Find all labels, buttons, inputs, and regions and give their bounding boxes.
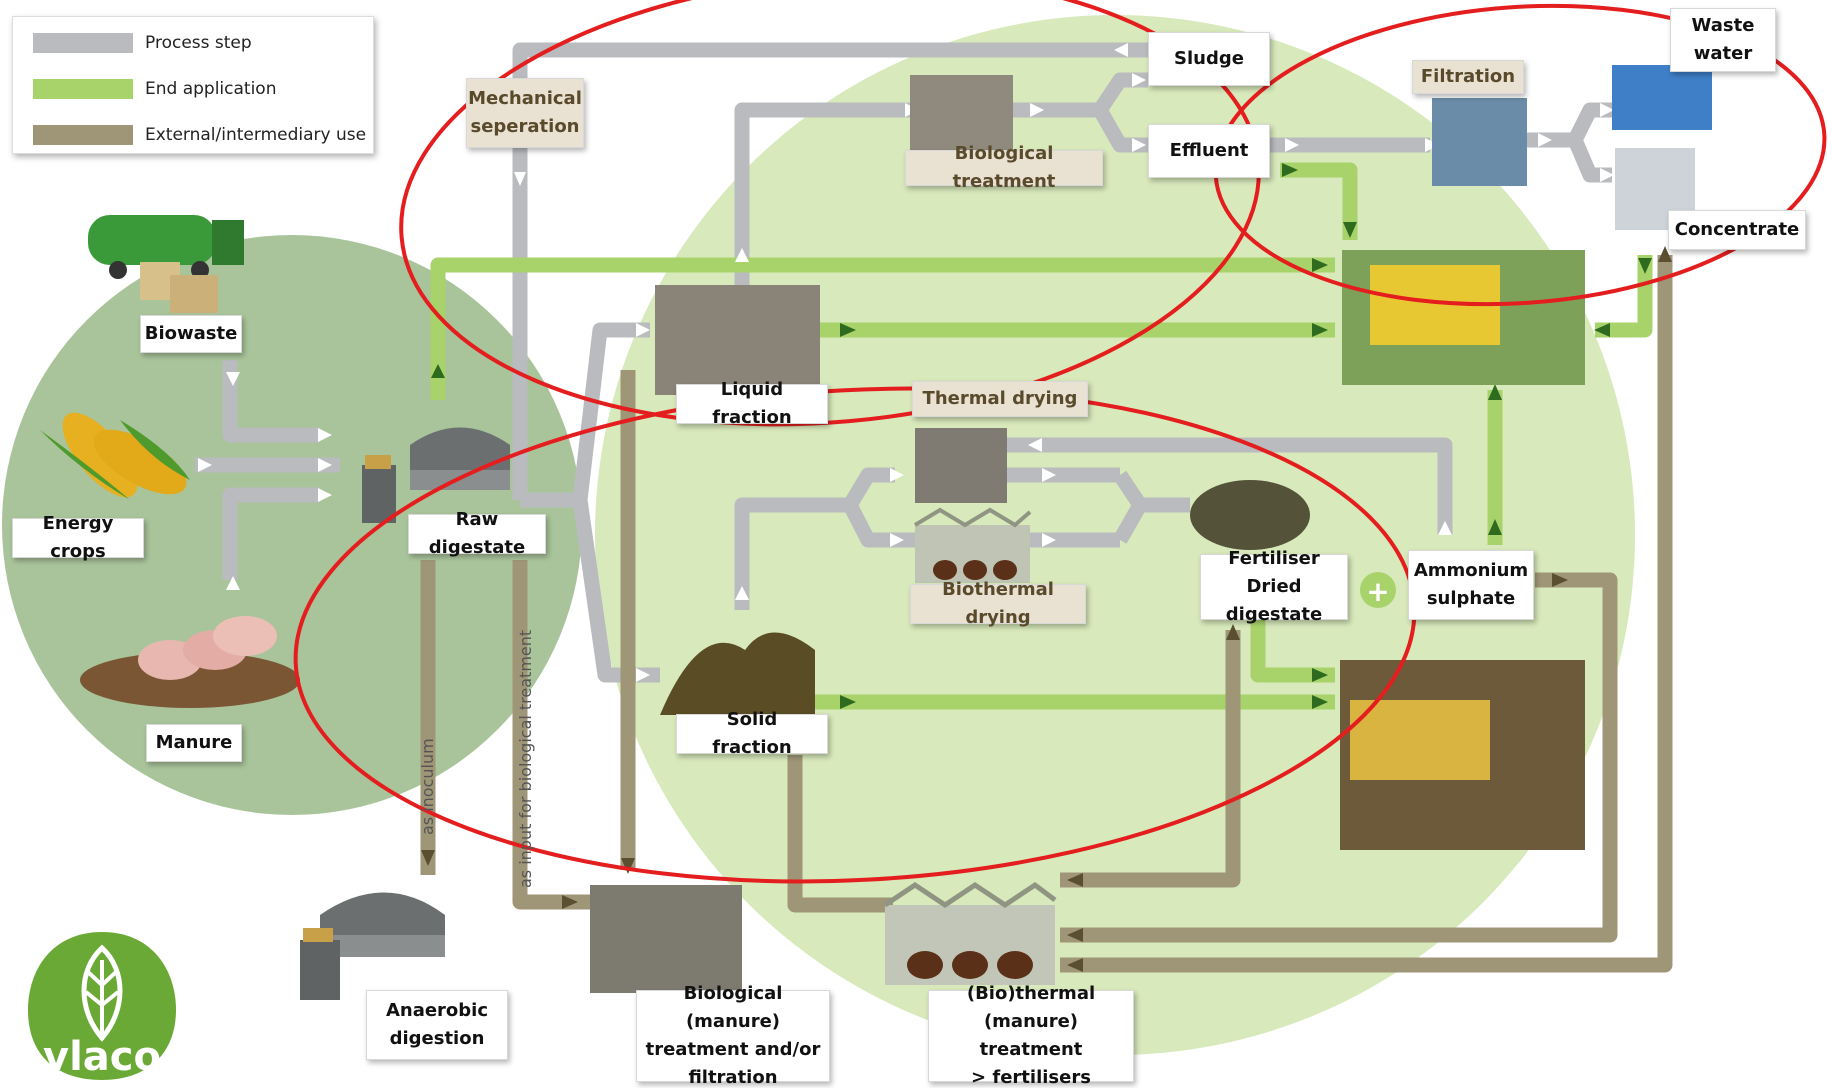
- tanker-truck-image: [88, 215, 244, 313]
- legend-item-external: External/intermediary use: [33, 123, 366, 147]
- annotation-as-input-biological: as input for biological treatment: [516, 629, 535, 888]
- biological-treatment-photo: [910, 75, 1013, 150]
- biothermal-treatment-image: [883, 881, 1057, 985]
- waste-water-photo: [1612, 65, 1712, 130]
- label-energy-crops: Energy crops: [12, 513, 144, 562]
- label-biological-manure-treatment: Biological (manure) treatment and/or fil…: [636, 983, 830, 1088]
- legend-swatch-process: [33, 33, 133, 53]
- solid-fraction-image: [660, 632, 815, 715]
- label-biothermal-drying: Biothermal drying: [910, 579, 1086, 628]
- end-application-flows: [430, 162, 1653, 710]
- brown-arrowheads: [421, 246, 1672, 972]
- label-liquid-fraction: Liquid fraction: [676, 379, 828, 428]
- label-waste-water: Waste water: [1670, 8, 1776, 72]
- filtration-photo: [1432, 98, 1527, 186]
- manure-pigs-image: [80, 616, 300, 708]
- label-fertiliser-dried-digestate: Fertiliser Dried digestate: [1200, 548, 1348, 625]
- gray-arrowheads: [198, 43, 1614, 682]
- legend-label-end-application: End application: [145, 79, 277, 99]
- label-filtration: Filtration: [1412, 60, 1524, 94]
- label-thermal-drying: Thermal drying: [912, 381, 1088, 417]
- label-sludge: Sludge: [1148, 32, 1270, 86]
- plus-symbol: [1360, 572, 1396, 608]
- liquid-fraction-photo: [655, 285, 820, 395]
- legend-label-external: External/intermediary use: [145, 125, 367, 145]
- label-solid-fraction: Solid fraction: [676, 709, 828, 758]
- plus-text: +: [1366, 575, 1389, 608]
- label-concentrate: Concentrate: [1668, 210, 1806, 250]
- legend-swatch-end-application: [33, 79, 133, 99]
- logo-text: vlaco: [43, 1034, 161, 1080]
- label-ammonium-sulphate: Ammonium sulphate: [1408, 550, 1534, 620]
- biothermal-drying-image: [913, 507, 1032, 583]
- external-flows: [420, 255, 1673, 973]
- legend: Process step End application External/in…: [12, 16, 374, 154]
- biological-manure-photo: [590, 885, 742, 993]
- label-biowaste: Biowaste: [140, 315, 242, 353]
- label-raw-digestate: Raw digestate: [408, 509, 546, 558]
- legend-swatch-external: [33, 125, 133, 145]
- label-biothermal-manure-treatment: (Bio)thermal (manure) treatment > fertil…: [928, 983, 1134, 1088]
- legend-item-process: Process step: [33, 31, 252, 55]
- label-anaerobic-digestion: Anaerobic digestion: [366, 990, 508, 1060]
- legend-item-end-application: End application: [33, 77, 276, 101]
- label-biological-treatment: Biological treatment: [905, 143, 1103, 192]
- label-mechanical-separation: Mechanical seperation: [466, 78, 584, 148]
- fertiliser-pellets-image: [1190, 480, 1310, 550]
- annotation-as-inoculum: as inoculum: [418, 738, 437, 835]
- label-effluent: Effluent: [1148, 124, 1270, 178]
- label-manure: Manure: [146, 724, 242, 762]
- anaerobic-digester-image: [300, 892, 445, 1000]
- energy-crops-image: [40, 412, 190, 500]
- legend-label-process: Process step: [145, 33, 252, 53]
- vlaco-logo: vlaco: [28, 932, 176, 1080]
- green-arrowheads: [431, 163, 1652, 709]
- thermal-drying-photo: [915, 428, 1007, 503]
